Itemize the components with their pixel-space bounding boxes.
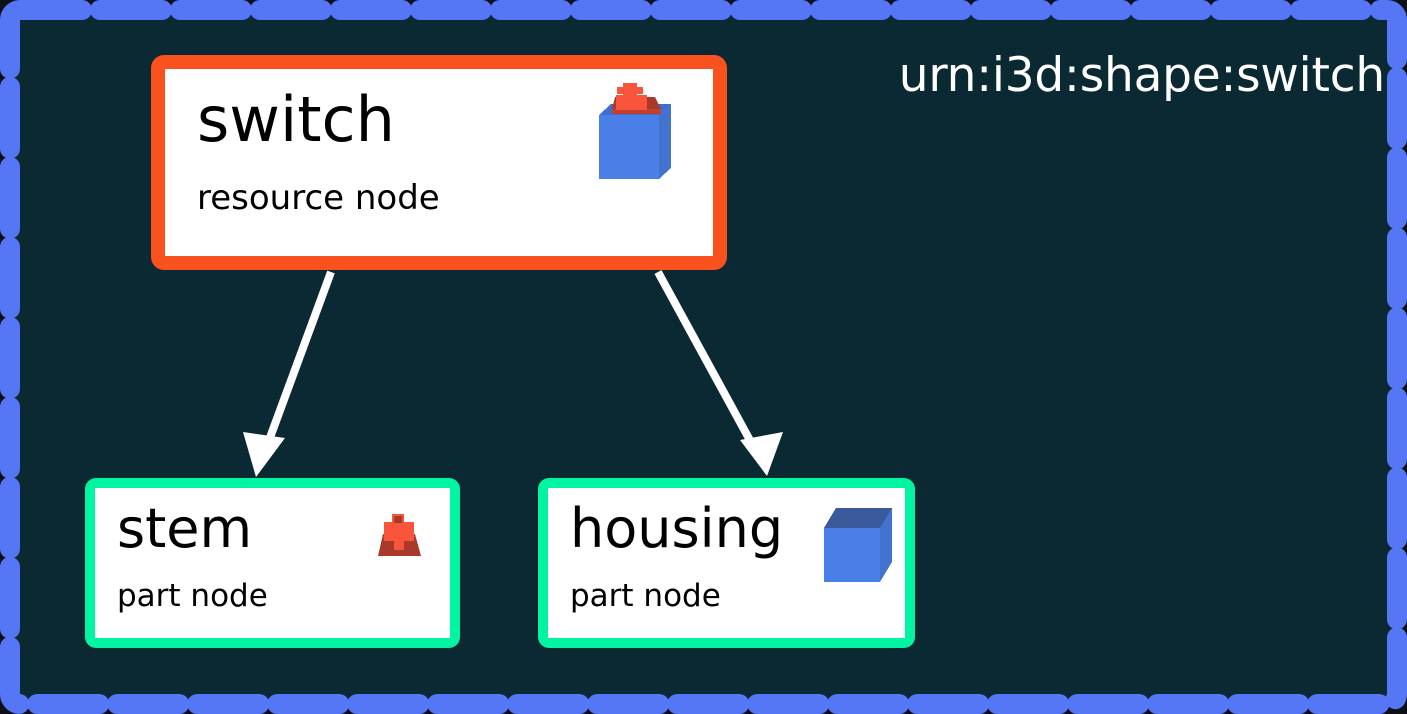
stem-icon (370, 510, 428, 562)
node-housing[interactable]: housing part node (538, 478, 915, 648)
node-stem-title: stem (117, 497, 253, 560)
node-switch[interactable]: switch resource node (151, 55, 727, 270)
node-switch-body: switch resource node (165, 69, 713, 256)
node-housing-title: housing (570, 497, 784, 560)
switch-cube-icon (585, 79, 677, 189)
node-housing-subtitle: part node (570, 578, 721, 614)
node-switch-subtitle: resource node (197, 178, 440, 218)
node-switch-title: switch (197, 83, 395, 156)
node-stem[interactable]: stem part node (85, 478, 460, 648)
housing-cube-icon (820, 500, 896, 588)
node-stem-subtitle: part node (117, 578, 268, 614)
page-title: urn:i3d:shape:switch (898, 48, 1385, 103)
node-stem-body: stem part node (95, 488, 450, 638)
node-housing-body: housing part node (548, 488, 905, 638)
